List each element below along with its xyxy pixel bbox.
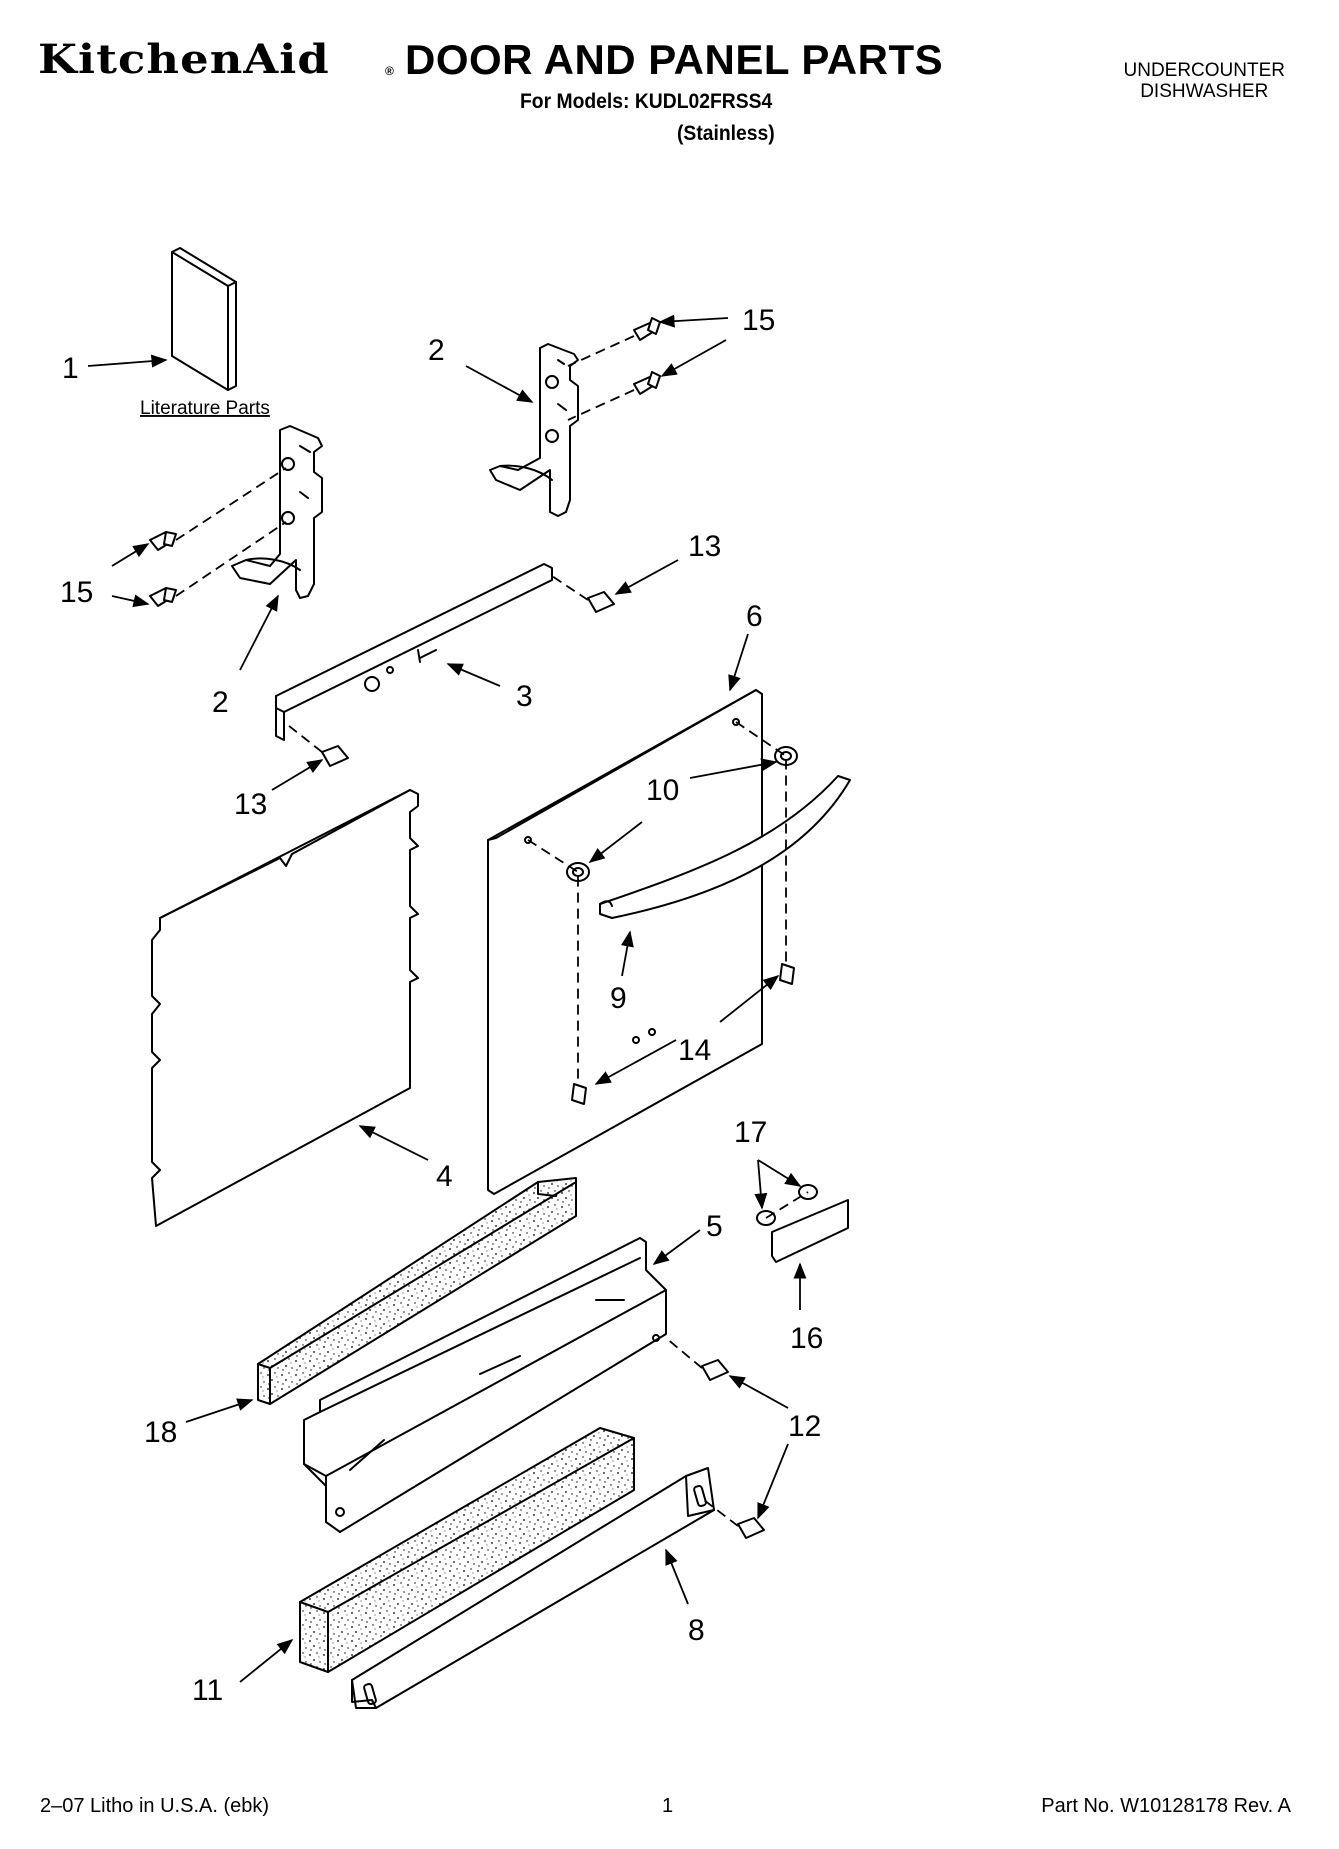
leader-14b (594, 1039, 677, 1085)
leader-5 (652, 1229, 701, 1265)
door-hinge-bracket-left (231, 425, 323, 599)
callout-6: 6 (746, 600, 763, 633)
leader-8 (665, 1548, 689, 1605)
leader-1 (87, 354, 168, 368)
appliance-type-line1: UNDERCOUNTER (1123, 60, 1286, 81)
alignment-line-15-b (567, 389, 635, 421)
panel-stud-upper (779, 963, 795, 985)
callout-16: 16 (790, 1322, 823, 1355)
screw-13-upper (587, 591, 615, 613)
alignment-line-17 (765, 1191, 809, 1219)
leader-9 (621, 930, 634, 977)
custom-door-panel (487, 689, 763, 1195)
callout-15b: 15 (60, 576, 93, 609)
leader-13a (614, 559, 679, 595)
literature-parts-label: Literature Parts (140, 398, 270, 419)
appliance-type: UNDERCOUNTER DISHWASHER (1124, 60, 1286, 102)
leader-17b (757, 1159, 802, 1187)
toe-kick-panel (351, 1467, 715, 1709)
print-info: 2–07 Litho in U.S.A. (ebk) (40, 1795, 270, 1817)
screw-15-left-b (149, 587, 177, 607)
appliance-type-line2: DISHWASHER (1140, 81, 1269, 102)
registered-mark: ® (385, 64, 394, 78)
alignment-line-10-a (735, 721, 787, 964)
panel-channel (275, 563, 553, 741)
callout-9: 9 (610, 982, 627, 1015)
callout-17: 17 (734, 1116, 767, 1149)
kickplate-bracket (303, 1237, 667, 1533)
logo-badge (771, 1199, 849, 1263)
callout-10: 10 (646, 774, 679, 807)
screw-12-upper (701, 1359, 729, 1381)
leader-12a (728, 1375, 789, 1409)
leader-6 (728, 633, 749, 692)
callout-2b: 2 (212, 686, 229, 719)
leader-2a (465, 365, 534, 403)
door-hinge-bracket-right (489, 343, 579, 517)
screw-12-lower (737, 1517, 765, 1539)
leader-15b (660, 339, 727, 377)
leader-15d (111, 594, 150, 608)
leader-4 (358, 1125, 429, 1161)
brand-logo: KitchenAid (38, 36, 330, 83)
alignment-line-12-a (665, 1337, 703, 1369)
leader-3 (446, 663, 501, 687)
callout-3: 3 (516, 680, 533, 713)
models-line: For Models: KUDL02FRSS4 (520, 90, 773, 113)
page-number: 1 (662, 1795, 674, 1817)
alignment-line-15-c (175, 467, 287, 541)
alignment-line-13-b (283, 721, 323, 753)
literature-booklet (171, 247, 237, 391)
callout-14: 14 (678, 1034, 711, 1067)
leader-2b (239, 594, 279, 671)
leader-10b (588, 821, 643, 863)
leader-15a (658, 314, 729, 328)
leader-10a (689, 758, 778, 779)
leader-13b (271, 759, 324, 791)
panel-stud-lower (571, 1083, 587, 1105)
part-number: Part No. W10128178 Rev. A (1041, 1795, 1291, 1817)
callout-5: 5 (706, 1210, 723, 1243)
door-handle (599, 775, 851, 919)
callout-18: 18 (144, 1416, 177, 1449)
leader-17a (754, 1159, 768, 1210)
callout-15a: 15 (742, 304, 775, 337)
leader-12b (757, 1443, 789, 1520)
leader-18 (185, 1398, 254, 1423)
screw-15-upper-a (633, 317, 661, 341)
callout-11: 11 (192, 1674, 223, 1707)
toe-panel-insulation-upper (257, 1177, 577, 1405)
alignment-line-12-b (703, 1499, 739, 1527)
callout-2a: 2 (428, 334, 445, 367)
leader-11 (239, 1638, 294, 1683)
screw-13-lower (321, 745, 349, 767)
toe-panel-insulation-lower (299, 1427, 635, 1673)
alignment-line-15-a (567, 335, 635, 367)
callout-13b: 13 (234, 788, 267, 821)
page-title: DOOR AND PANEL PARTS (405, 36, 944, 83)
alignment-line-15-d (175, 521, 287, 597)
screw-15-upper-b (633, 371, 661, 395)
alignment-line-10-b (527, 839, 579, 1084)
callout-1: 1 (62, 352, 79, 385)
alignment-line-13-a (551, 575, 589, 601)
callout-13a: 13 (688, 530, 721, 563)
callout-12: 12 (788, 1410, 821, 1443)
leader-14a (719, 974, 780, 1023)
door-panel-backer (151, 789, 419, 1227)
leader-15c (111, 543, 150, 567)
variant-label: (Stainless) (677, 122, 775, 145)
callout-4: 4 (436, 1160, 453, 1193)
screw-15-left-a (149, 531, 177, 551)
callout-8: 8 (688, 1614, 705, 1647)
